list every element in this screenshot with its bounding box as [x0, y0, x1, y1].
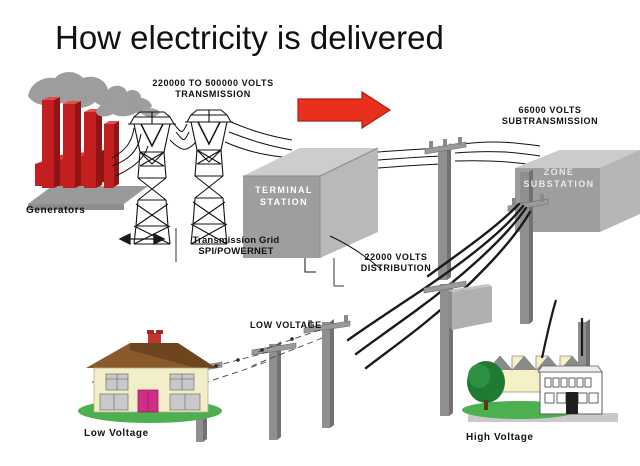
page-title: How electricity is delivered: [55, 19, 444, 56]
power-station: [28, 97, 148, 210]
label-subtransmission-voltage: 66000 VOLTS SUBTRANSMISSION: [470, 105, 630, 127]
distribution-conductors: [346, 202, 532, 370]
label-grid-line2: SPI/POWERNET: [198, 246, 274, 257]
house-low-voltage: [78, 330, 222, 423]
label-terminal-station: TERMINAL STATION: [248, 184, 320, 208]
label-terminal-station-line1: TERMINAL: [255, 185, 313, 195]
label-grid-line1: Transmission Grid: [192, 235, 280, 246]
label-transmission-voltage-line1: 220000 TO 500000 VOLTS: [152, 78, 274, 88]
flow-direction-arrow: [297, 90, 392, 130]
caption-factory-high-voltage: High Voltage: [466, 432, 534, 443]
label-distribution-voltage: 22000 VOLTS DISTRIBUTION: [338, 252, 454, 274]
label-transmission-voltage: 220000 TO 500000 VOLTS TRANSMISSION: [118, 78, 308, 100]
transmission-conductors: [111, 121, 293, 177]
label-distribution-line1: 22000 VOLTS: [364, 252, 428, 262]
grid-boundary-ticks: [175, 228, 344, 287]
label-subtransmission-line1: 66000 VOLTS: [518, 105, 582, 115]
factory-high-voltage: [462, 355, 618, 422]
transmission-tower-left: [128, 111, 176, 245]
station-feeder-lines: [304, 235, 383, 273]
label-transmission-grid: Transmission Grid SPI/POWERNET: [174, 235, 298, 257]
caption-house-low-voltage: Low Voltage: [84, 428, 149, 439]
terminal-station: [243, 147, 379, 258]
label-zone-substation-line1: ZONE: [543, 167, 575, 177]
label-zone-substation: ZONE SUBSTATION: [520, 166, 598, 190]
low-voltage-pole-a: [303, 315, 351, 428]
low-voltage-pole-b: [251, 341, 297, 440]
subtransmission-pole: [424, 137, 467, 280]
distribution-transformer-pole: [423, 280, 492, 416]
transmission-grid-extent-arrow: [118, 232, 166, 246]
factory-feeder-lines: [540, 299, 584, 359]
transmission-tower-right: [185, 109, 233, 245]
zone-substation-pole: [507, 169, 549, 324]
label-distribution-line2: DISTRIBUTION: [360, 263, 432, 273]
label-transmission-voltage-line2: TRANSMISSION: [175, 89, 251, 99]
zone-substation: [515, 150, 640, 232]
label-generators: Generators: [26, 205, 86, 216]
label-terminal-station-line2: STATION: [260, 197, 308, 207]
label-low-voltage-line: LOW VOLTAGE: [250, 320, 322, 330]
label-subtransmission-line2: SUBTRANSMISSION: [501, 116, 599, 126]
label-zone-substation-line2: SUBSTATION: [523, 179, 595, 189]
